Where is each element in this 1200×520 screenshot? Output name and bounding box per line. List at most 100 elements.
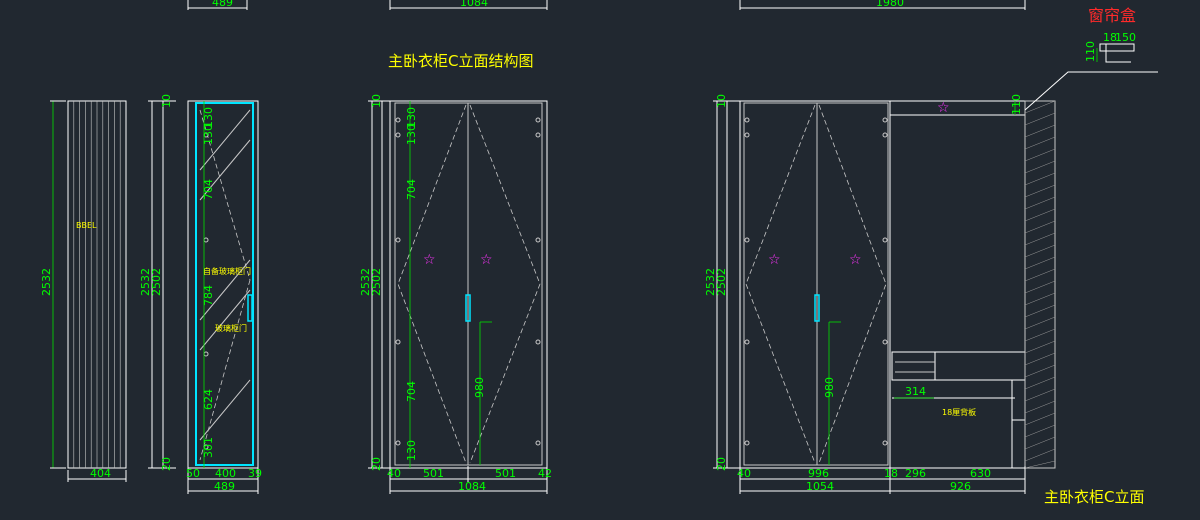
panel3-seg5: 130 xyxy=(405,440,418,461)
hatch-line xyxy=(1024,172,1056,186)
star-marker-left: ☆ xyxy=(423,252,436,268)
panel3-seg2: 130 xyxy=(405,124,418,145)
hatch-line xyxy=(1024,292,1056,306)
hatch-line xyxy=(1024,388,1056,402)
fluting-lines xyxy=(73,101,121,468)
panel4-desk-w: 314 xyxy=(905,385,926,398)
panel3-seg3: 704 xyxy=(405,179,418,200)
hatch-line xyxy=(1024,112,1056,126)
panel4-w-right: 630 xyxy=(970,467,991,480)
panel-full-elevation: 2532 2502 10 20 ☆ ☆ 980 ☆ 110 xyxy=(704,31,1158,494)
panel4-h-total: 2532 xyxy=(704,268,717,296)
elevation-door-handle xyxy=(814,294,820,322)
panel2-w-right: 39 xyxy=(248,467,262,480)
hatch-line xyxy=(1024,280,1056,294)
panel2-seg1: 130 xyxy=(202,107,215,128)
panel4-w-left: 40 xyxy=(737,467,751,480)
hatch-line xyxy=(1024,268,1056,282)
panel-double-door: 2532 2502 10 20 ☆ ☆ 130 130 704 704 130 xyxy=(359,94,552,494)
star-marker-p4-right: ☆ xyxy=(849,252,862,268)
hatch-line xyxy=(1024,424,1056,438)
panel2-seg2: 130 xyxy=(202,124,215,145)
panel4-w-total-right: 926 xyxy=(950,480,971,493)
curtain-w: 18 xyxy=(1103,31,1117,44)
top-dim-a: 489 xyxy=(212,0,233,9)
panel4-w-total-left: 1054 xyxy=(806,480,834,493)
panel4-h-bottom: 20 xyxy=(715,457,728,471)
hatch-line xyxy=(1024,448,1056,462)
panel2-h-bottom: 20 xyxy=(160,457,173,471)
panel1-tag: BBEL xyxy=(76,221,97,230)
star-marker-p4-left: ☆ xyxy=(768,252,781,268)
star-marker-p4-top: ☆ xyxy=(937,100,950,116)
panel2-seg3: 704 xyxy=(202,179,215,200)
glass-door-handle xyxy=(247,294,253,322)
panel2-seg4: 784 xyxy=(202,285,215,306)
star-marker-right: ☆ xyxy=(480,252,493,268)
hatch-line xyxy=(1024,352,1056,366)
curtain-h: 150 xyxy=(1115,31,1136,44)
panel4-w-gap: 18 xyxy=(884,467,898,480)
panel2-h-total: 2532 xyxy=(139,268,152,296)
hatch-line xyxy=(1024,160,1056,174)
panel3-w-left: 40 xyxy=(387,467,401,480)
top-dim-b: 1084 xyxy=(460,0,488,9)
hatch-line xyxy=(1024,460,1056,469)
glass-door-label-top: 自备玻璃柜门 xyxy=(203,266,251,276)
hatch-line xyxy=(1024,184,1056,198)
panel2-w-total: 489 xyxy=(214,480,235,493)
panel4-h-inner: 2502 xyxy=(715,268,728,296)
top-dim-c: 1980 xyxy=(876,0,904,9)
hatch-line xyxy=(1024,136,1056,150)
panel3-w-door1: 501 xyxy=(423,467,444,480)
hatch-line xyxy=(1024,100,1056,114)
panel3-h-total: 2532 xyxy=(359,268,372,296)
hatch-line xyxy=(1024,256,1056,270)
panel2-h-inner: 2502 xyxy=(150,268,163,296)
wall-section xyxy=(1024,100,1056,469)
hatch-line xyxy=(1024,316,1056,330)
double-door-handle xyxy=(465,294,471,322)
curtain-box-label: 窗帘盒 xyxy=(1088,6,1136,25)
hatch-line xyxy=(1024,124,1056,138)
panel3-w-total: 1084 xyxy=(458,480,486,493)
panel3-h-top: 10 xyxy=(370,94,383,108)
curtain-side: 110 xyxy=(1084,41,1097,62)
panel2-w-left: 50 xyxy=(186,467,200,480)
panel3-seg-handle: 980 xyxy=(473,377,486,398)
main-title: 主卧衣柜C立面结构图 xyxy=(388,52,533,70)
panel3-w-right: 42 xyxy=(538,467,552,480)
panel2-h-top: 10 xyxy=(160,94,173,108)
hatch-line xyxy=(1024,364,1056,378)
hatch-line xyxy=(1024,196,1056,210)
panel4-w-doors: 996 xyxy=(808,467,829,480)
curtain-leader xyxy=(1024,71,1158,111)
panel4-seg-handle: 980 xyxy=(823,377,836,398)
hatch-line xyxy=(1024,208,1056,222)
panel2-seg5: 624 xyxy=(202,389,215,410)
panel4-seg-top: 110 xyxy=(1010,94,1023,115)
hatch-line xyxy=(1024,376,1056,390)
bottom-title: 主卧衣柜C立面 xyxy=(1044,488,1144,506)
panel-side-fluted: 2532 BBEL 404 xyxy=(40,100,127,482)
panel3-h-bottom: 20 xyxy=(370,457,383,471)
hatch-line xyxy=(1024,400,1056,414)
panel2-w-mid: 400 xyxy=(215,467,236,480)
panel3-seg1: 130 xyxy=(405,107,418,128)
hatch-line xyxy=(1024,148,1056,162)
panel3-w-door2: 501 xyxy=(495,467,516,480)
hatch-line xyxy=(1024,412,1056,426)
panel1-height: 2532 xyxy=(40,268,53,296)
hatch-line xyxy=(1024,232,1056,246)
panel3-h-inner: 2502 xyxy=(370,268,383,296)
panel4-w-shelf: 296 xyxy=(905,467,926,480)
hatch-line xyxy=(1024,436,1056,450)
panel2-seg6: 301 xyxy=(202,437,215,458)
glass-door-label-bottom: 玻璃柜门 xyxy=(215,323,247,333)
hatch-line xyxy=(1024,328,1056,342)
panel-glass-door: 2532 2502 10 20 130 130 704 784 624 301 xyxy=(139,94,262,494)
wall-hatch-lines xyxy=(1024,100,1056,469)
back-panel-label: 18厘背板 xyxy=(942,407,976,417)
